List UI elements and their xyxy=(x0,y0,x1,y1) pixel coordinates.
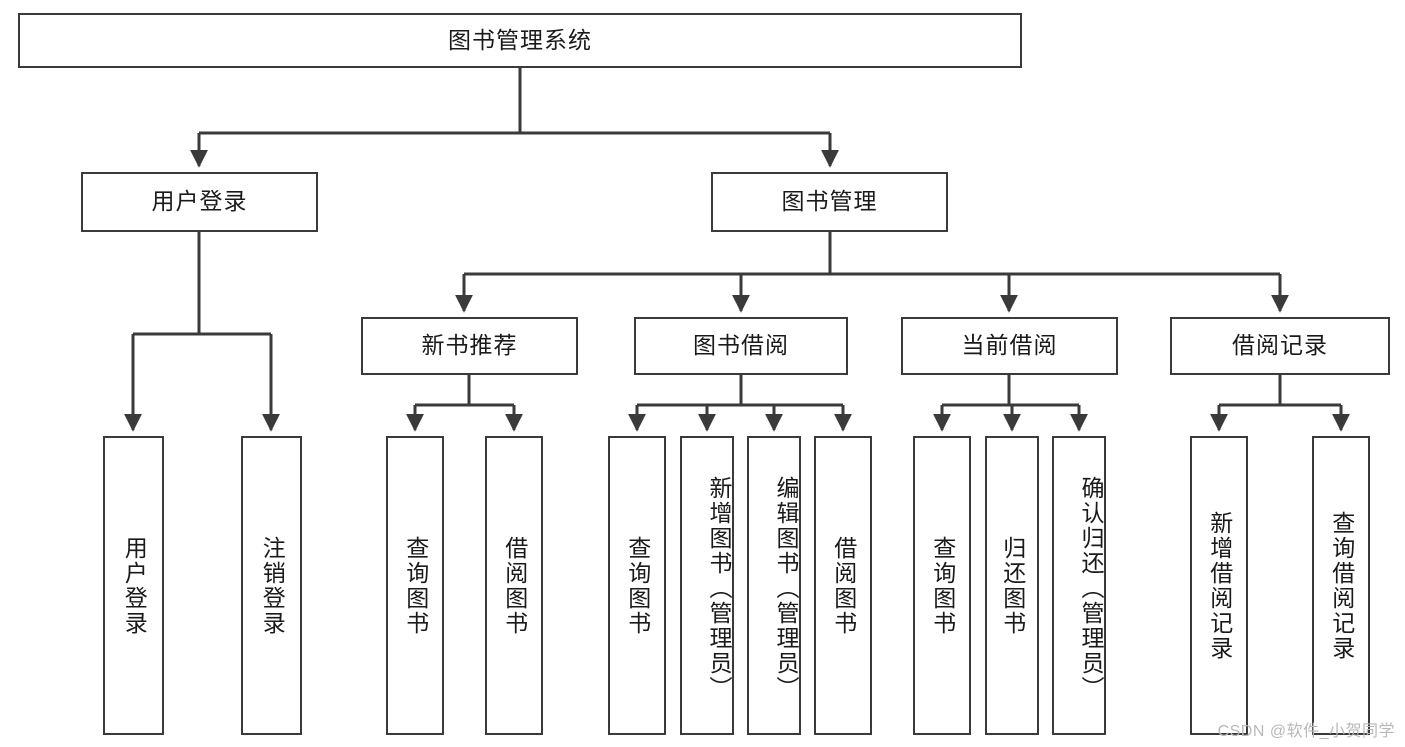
leaf-query-book-borrow[interactable]: 查询图书 xyxy=(608,436,666,735)
node-current-borrow[interactable]: 当前借阅 xyxy=(901,317,1118,375)
node-borrow-record[interactable]: 借阅记录 xyxy=(1170,317,1390,375)
node-book-borrow[interactable]: 图书借阅 xyxy=(634,317,848,375)
node-book-management[interactable]: 图书管理 xyxy=(711,172,948,232)
node-root[interactable]: 图书管理系统 xyxy=(18,13,1022,68)
leaf-add-book-admin[interactable]: 新增图书（管理员） xyxy=(680,436,734,735)
leaf-query-borrow-record[interactable]: 查询借阅记录 xyxy=(1312,436,1370,735)
csdn-watermark: CSDN @软件_小贺同学 xyxy=(1217,723,1395,740)
node-new-book-recommend[interactable]: 新书推荐 xyxy=(361,317,578,375)
leaf-query-book-current[interactable]: 查询图书 xyxy=(913,436,971,735)
leaf-borrow-book[interactable]: 借阅图书 xyxy=(814,436,872,735)
leaf-confirm-return-admin[interactable]: 确认归还（管理员） xyxy=(1052,436,1106,735)
node-user-login[interactable]: 用户登录 xyxy=(81,172,318,232)
leaf-return-book[interactable]: 归还图书 xyxy=(985,436,1039,735)
leaf-query-book-newbook[interactable]: 查询图书 xyxy=(386,436,444,735)
leaf-logout[interactable]: 注销登录 xyxy=(241,436,302,735)
leaf-user-login[interactable]: 用户登录 xyxy=(103,436,164,735)
leaf-borrow-book-newbook[interactable]: 借阅图书 xyxy=(485,436,543,735)
leaf-edit-book-admin[interactable]: 编辑图书（管理员） xyxy=(747,436,801,735)
leaf-add-borrow-record[interactable]: 新增借阅记录 xyxy=(1190,436,1248,735)
